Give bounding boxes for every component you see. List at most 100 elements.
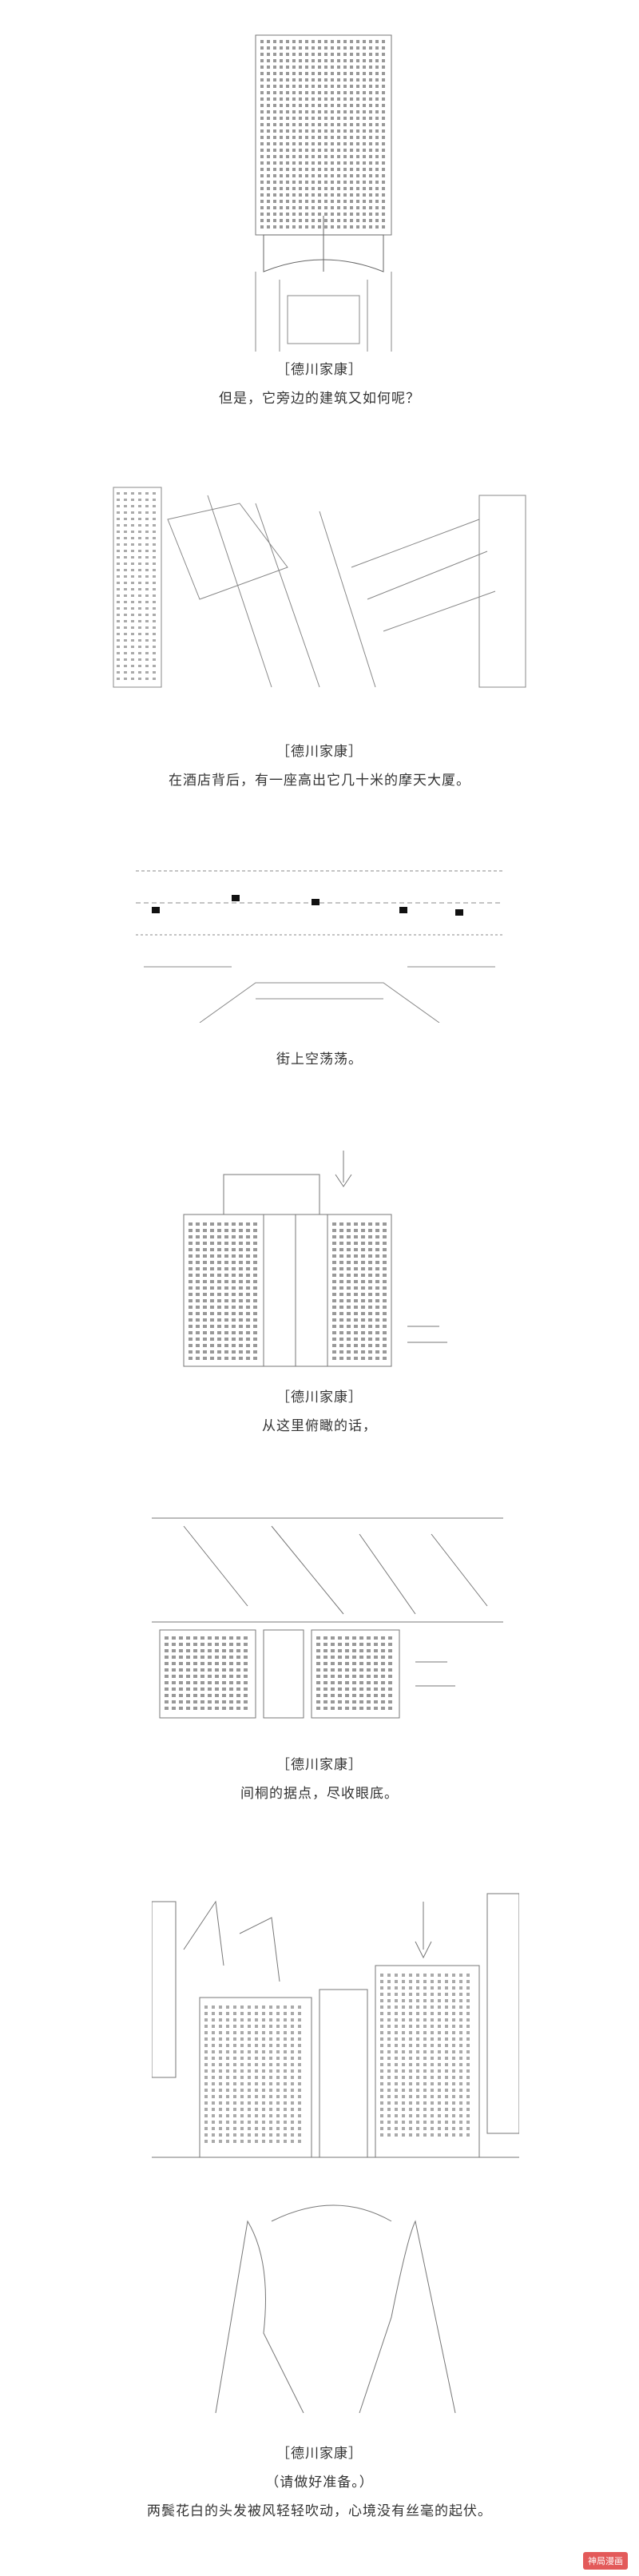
- panel-1-art-skyscraper: [248, 32, 399, 352]
- window-mark: [153, 537, 156, 539]
- window-mark: [232, 1229, 236, 1232]
- window-mark: [240, 2069, 244, 2073]
- window-mark: [138, 505, 141, 507]
- window-mark: [298, 2057, 301, 2060]
- window-mark: [196, 1235, 200, 1238]
- window-mark: [339, 1274, 343, 1277]
- window-mark: [402, 2037, 405, 2041]
- window-mark: [215, 1707, 219, 1710]
- window-mark: [260, 123, 264, 126]
- window-mark: [215, 1694, 219, 1697]
- window-mark: [339, 1318, 343, 1322]
- window-mark: [124, 601, 127, 603]
- window-mark: [375, 46, 379, 50]
- window-mark: [153, 652, 156, 654]
- window-mark: [267, 174, 270, 177]
- window-mark: [145, 594, 149, 597]
- window-mark: [382, 104, 385, 107]
- window-mark: [219, 2044, 222, 2047]
- window-mark: [466, 1999, 470, 2002]
- window-mark: [204, 2037, 208, 2041]
- window-mark: [374, 1636, 378, 1640]
- window-mark: [382, 174, 385, 177]
- window-mark: [153, 492, 156, 495]
- window-mark: [203, 1229, 207, 1232]
- window-mark: [260, 97, 264, 101]
- window-mark: [260, 155, 264, 158]
- window-mark: [318, 59, 321, 62]
- window-mark: [375, 1299, 379, 1302]
- window-mark: [222, 1675, 226, 1678]
- window-mark: [273, 59, 276, 62]
- window-mark: [217, 1248, 221, 1251]
- window-mark: [269, 2050, 272, 2053]
- window-mark: [331, 174, 334, 177]
- window-mark: [299, 66, 302, 69]
- window-mark: [324, 161, 327, 165]
- window-mark: [382, 206, 385, 209]
- window-mark: [368, 1286, 372, 1290]
- window-mark: [189, 1318, 192, 1322]
- window-mark: [312, 59, 315, 62]
- window-mark: [363, 213, 366, 216]
- window-mark: [388, 1636, 392, 1640]
- window-mark: [356, 136, 359, 139]
- window-mark: [273, 149, 276, 152]
- window-mark: [368, 1344, 372, 1347]
- window-mark: [208, 1636, 212, 1640]
- window-mark: [253, 1229, 257, 1232]
- window-mark: [131, 601, 134, 603]
- window-mark: [380, 2057, 383, 2060]
- window-mark: [260, 104, 264, 107]
- window-mark: [224, 1318, 228, 1322]
- window-mark: [395, 2057, 398, 2060]
- window-mark: [363, 200, 366, 203]
- window-mark: [208, 1643, 212, 1646]
- window-mark: [246, 1350, 250, 1354]
- window-mark: [226, 2012, 229, 2015]
- window-mark: [292, 193, 296, 197]
- window-mark: [316, 1681, 320, 1684]
- window-mark: [431, 1999, 434, 2002]
- window-mark: [318, 129, 321, 133]
- window-mark: [356, 225, 359, 229]
- window-mark: [382, 213, 385, 216]
- window-mark: [438, 2025, 441, 2028]
- window-mark: [299, 225, 302, 229]
- window-mark: [359, 1700, 363, 1703]
- window-mark: [323, 1675, 327, 1678]
- window-mark: [267, 193, 270, 197]
- window-mark: [324, 225, 327, 229]
- window-mark: [153, 518, 156, 520]
- window-mark: [318, 213, 321, 216]
- window-mark: [339, 1254, 343, 1258]
- window-mark: [409, 2063, 412, 2066]
- window-mark: [438, 2121, 441, 2124]
- window-mark: [409, 2089, 412, 2092]
- window-mark: [196, 1299, 200, 1302]
- window-mark: [445, 2069, 448, 2073]
- window-mark: [244, 1649, 248, 1652]
- window-mark: [172, 1675, 176, 1678]
- window-mark: [210, 1293, 214, 1296]
- window-mark: [292, 97, 296, 101]
- window-mark: [312, 123, 315, 126]
- window-mark: [312, 66, 315, 69]
- window-mark: [452, 2101, 455, 2105]
- window-mark: [138, 626, 141, 629]
- window-mark: [273, 193, 276, 197]
- window-mark: [299, 104, 302, 107]
- window-mark: [153, 658, 156, 661]
- window-mark: [452, 2076, 455, 2079]
- window-mark: [363, 181, 366, 184]
- window-mark: [212, 2114, 215, 2117]
- window-mark: [347, 1357, 351, 1360]
- window-mark: [438, 2082, 441, 2085]
- window-mark: [337, 129, 340, 133]
- window-mark: [260, 181, 264, 184]
- window-mark: [244, 1643, 248, 1646]
- window-mark: [387, 1974, 391, 1977]
- window-mark: [138, 671, 141, 674]
- window-mark: [367, 1681, 371, 1684]
- window-mark: [200, 1668, 204, 1672]
